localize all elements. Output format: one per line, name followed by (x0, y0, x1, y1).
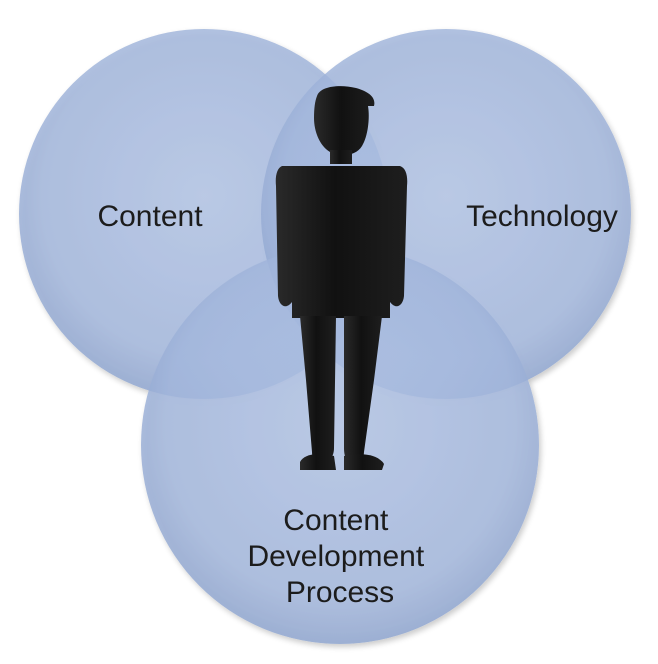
label-process-line-1: Content (283, 504, 389, 537)
person-silhouette-icon (275, 86, 408, 470)
label-content: Content (97, 200, 203, 233)
circle-process (141, 246, 539, 644)
venn-labels: Content Technology Content Development P… (97, 200, 617, 609)
label-technology: Technology (466, 200, 618, 233)
label-content-line-1: Content (97, 200, 203, 233)
label-process-line-3: Process (286, 576, 394, 609)
label-technology-line-1: Technology (466, 200, 618, 233)
label-process-line-2: Development (247, 540, 424, 573)
label-process: Content Development Process (247, 504, 432, 609)
